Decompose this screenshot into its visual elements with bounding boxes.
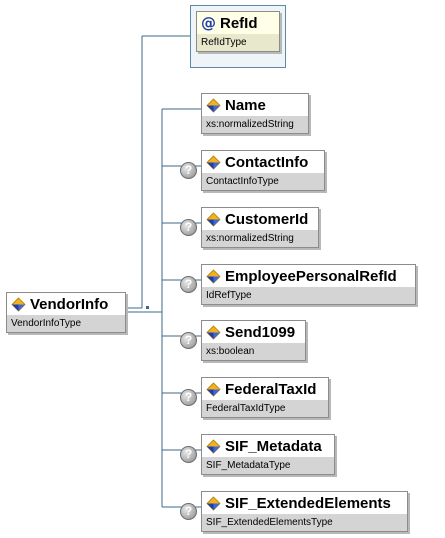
optional-question-icon: ?: [180, 276, 197, 293]
child-element-sif-metadata[interactable]: SIF_Metadata SIF_MetadataType: [201, 434, 335, 475]
attribute-refid[interactable]: @ RefId RefIdType: [196, 11, 280, 52]
child-element-name: CustomerId: [225, 210, 309, 228]
child-element-sif-extendedelements[interactable]: SIF_ExtendedElements SIF_ExtendedElement…: [201, 491, 408, 532]
child-element-header: EmployeePersonalRefId: [202, 265, 415, 287]
root-element-header: VendorInfo: [7, 293, 125, 315]
root-element-type: VendorInfoType: [7, 315, 125, 332]
child-element-name: SIF_ExtendedElements: [225, 494, 391, 512]
child-element-employeepersonalrefid[interactable]: EmployeePersonalRefId IdRefType: [201, 264, 416, 305]
root-element-name: VendorInfo: [30, 295, 109, 313]
child-element-header: Send1099: [202, 321, 305, 343]
optional-question-icon: ?: [180, 389, 197, 406]
child-element-type: SIF_MetadataType: [202, 457, 334, 474]
child-element-header: SIF_Metadata: [202, 435, 334, 457]
attribute-type: RefIdType: [197, 34, 279, 51]
child-element-type: IdRefType: [202, 287, 415, 304]
child-element-name[interactable]: Name xs:normalizedString: [201, 93, 309, 134]
element-icon: [206, 154, 221, 170]
child-element-send1099[interactable]: Send1099 xs:boolean: [201, 320, 306, 361]
child-element-name: FederalTaxId: [225, 380, 317, 398]
child-element-header: Name: [202, 94, 308, 116]
child-element-name: EmployeePersonalRefId: [225, 267, 397, 285]
child-element-type: xs:boolean: [202, 343, 305, 360]
child-element-type: ContactInfoType: [202, 173, 324, 190]
child-element-name: ContactInfo: [225, 153, 309, 171]
optional-question-icon: ?: [180, 446, 197, 463]
element-icon: [206, 438, 221, 454]
element-icon: [206, 268, 221, 284]
child-element-type: xs:normalizedString: [202, 230, 318, 247]
element-icon: [206, 495, 221, 511]
element-icon: [206, 324, 221, 340]
element-icon: [206, 97, 221, 113]
element-icon: [11, 296, 26, 312]
child-element-federaltaxid[interactable]: FederalTaxId FederalTaxIdType: [201, 377, 329, 418]
child-element-contactinfo[interactable]: ContactInfo ContactInfoType: [201, 150, 325, 191]
optional-question-icon: ?: [180, 332, 197, 349]
attribute-header: @ RefId: [197, 12, 279, 34]
root-element-vendorinfo[interactable]: VendorInfo VendorInfoType: [6, 292, 126, 333]
child-element-header: FederalTaxId: [202, 378, 328, 400]
child-element-header: CustomerId: [202, 208, 318, 230]
child-element-customerid[interactable]: CustomerId xs:normalizedString: [201, 207, 319, 248]
child-element-name: Send1099: [225, 323, 296, 341]
attribute-frame: @ RefId RefIdType: [190, 5, 286, 68]
optional-question-icon: ?: [180, 162, 197, 179]
child-element-header: SIF_ExtendedElements: [202, 492, 407, 514]
child-element-name: Name: [225, 96, 266, 114]
sequence-compositor-icon: [146, 306, 149, 309]
element-icon: [206, 381, 221, 397]
attribute-at-icon: @: [201, 14, 216, 32]
optional-question-icon: ?: [180, 219, 197, 236]
attribute-name: RefId: [220, 14, 258, 32]
child-element-type: SIF_ExtendedElementsType: [202, 514, 407, 531]
child-element-type: FederalTaxIdType: [202, 400, 328, 417]
element-icon: [206, 211, 221, 227]
child-element-name: SIF_Metadata: [225, 437, 322, 455]
child-element-header: ContactInfo: [202, 151, 324, 173]
child-element-type: xs:normalizedString: [202, 116, 308, 133]
optional-question-icon: ?: [180, 503, 197, 520]
